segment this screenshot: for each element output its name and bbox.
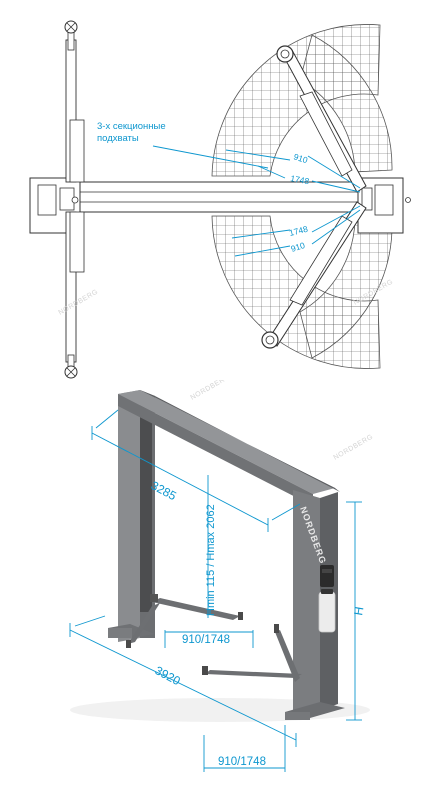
rear-lift-arms bbox=[126, 594, 243, 648]
watermark: NORDBERG bbox=[190, 380, 232, 402]
left-post bbox=[108, 390, 155, 642]
iso-dimension-lines bbox=[69, 409, 362, 772]
watermark: NORDBERG bbox=[58, 288, 100, 316]
right-post: NORDBERG bbox=[285, 490, 345, 720]
front-lift-arms bbox=[202, 624, 302, 682]
dim-total-height: H bbox=[351, 606, 366, 617]
plan-caption-line2: подхваты bbox=[97, 133, 139, 144]
arm-swing-area-right-upper bbox=[299, 34, 393, 173]
base-frame bbox=[69, 181, 366, 213]
isometric-lift-drawing: NORDBERG bbox=[0, 380, 428, 800]
dim-height-range: Hmin 115 / Hmax 2062 bbox=[205, 504, 217, 616]
plan-caption-line1: 3-х секционные bbox=[97, 121, 166, 132]
hydraulic-tank-icon bbox=[318, 591, 336, 633]
left-arms bbox=[64, 20, 85, 379]
isometric-svg: NORDBERG bbox=[69, 380, 375, 772]
control-box bbox=[320, 565, 334, 587]
right-arms bbox=[261, 45, 367, 349]
plan-view-svg: 3-х секционные подхваты 910 1748 1748 91… bbox=[29, 20, 411, 379]
plan-dim-1748-upper: 1748 bbox=[290, 173, 311, 186]
watermark: NORDBERG bbox=[333, 433, 375, 461]
dim-length: 3920 bbox=[153, 663, 183, 688]
plan-dim-1748-lower: 1748 bbox=[288, 224, 309, 238]
plan-dim-910-lower: 910 bbox=[290, 240, 307, 254]
dim-arm-front: 910/1748 bbox=[218, 756, 266, 768]
plan-view-drawing: 3-х секционные подхваты 910 1748 1748 91… bbox=[0, 0, 428, 380]
plan-dim-910-upper: 910 bbox=[292, 151, 309, 165]
plan-dimension-lines bbox=[152, 145, 361, 257]
top-beam bbox=[118, 390, 340, 506]
dim-arm-rear: 910/1748 bbox=[182, 634, 230, 646]
